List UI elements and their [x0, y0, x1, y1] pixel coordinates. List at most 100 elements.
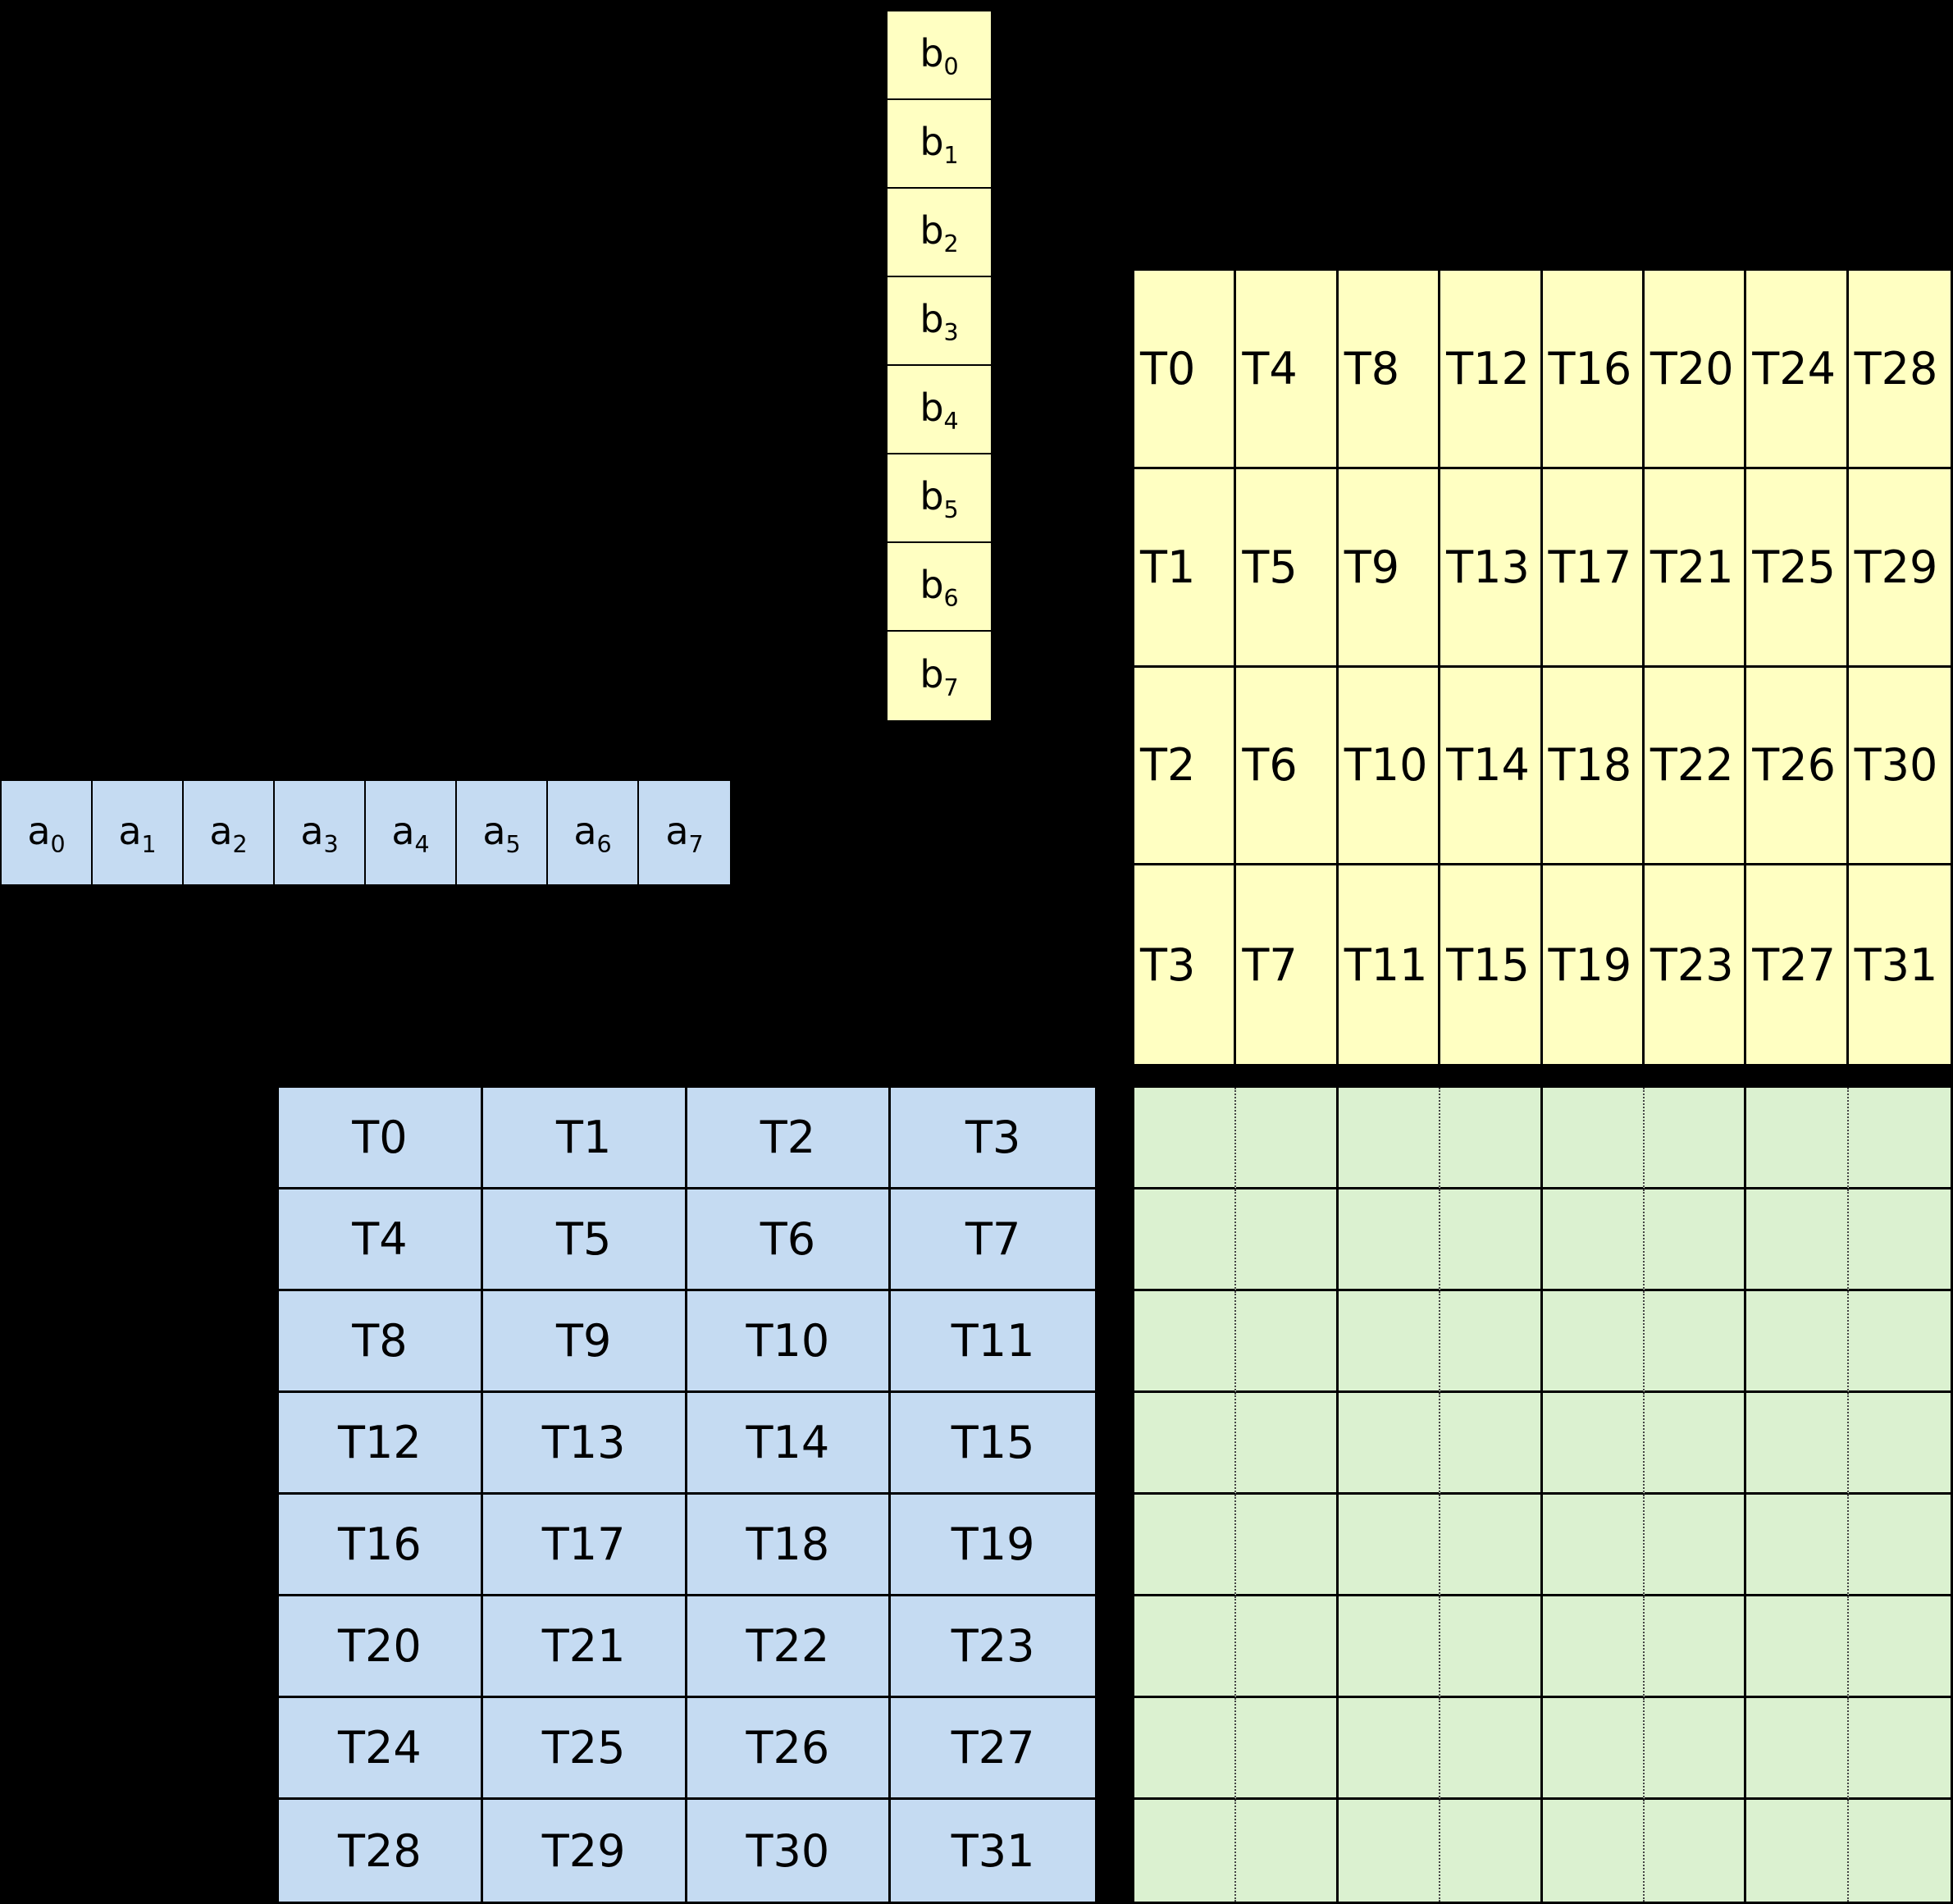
- vector-cell-b3: b3: [888, 277, 991, 366]
- vector-cell-b5: b5: [888, 454, 991, 543]
- result-cell: [1644, 1800, 1747, 1902]
- thread-cell-t7: T7: [1236, 865, 1339, 1064]
- thread-cell-t14: T14: [1440, 667, 1543, 866]
- vector-cell-b1: b1: [888, 100, 991, 189]
- thread-cell-t19: T19: [891, 1495, 1095, 1596]
- thread-cell-t16: T16: [1542, 271, 1645, 469]
- thread-cell-t15: T15: [891, 1393, 1095, 1495]
- thread-cell-t8: T8: [279, 1291, 483, 1393]
- thread-cell-t26: T26: [687, 1698, 892, 1800]
- result-cell: [1338, 1495, 1441, 1596]
- thread-cell-t25: T25: [1746, 468, 1849, 668]
- thread-cell-t7: T7: [891, 1189, 1095, 1291]
- result-cell: [1848, 1088, 1951, 1189]
- thread-cell-t6: T6: [687, 1189, 892, 1291]
- result-cell: [1644, 1495, 1747, 1596]
- thread-cell-t13: T13: [482, 1393, 687, 1495]
- result-cell: [1644, 1291, 1747, 1393]
- thread-cell-t4: T4: [279, 1189, 483, 1291]
- result-cell: [1848, 1596, 1951, 1698]
- vector-cell-b2: b2: [888, 189, 991, 277]
- thread-cell-t20: T20: [279, 1596, 483, 1698]
- vector-cell-b4: b4: [888, 366, 991, 454]
- thread-cell-t20: T20: [1644, 271, 1747, 469]
- thread-cell-t30: T30: [687, 1800, 892, 1902]
- thread-cell-t30: T30: [1848, 667, 1951, 866]
- result-cell: [1236, 1189, 1339, 1291]
- result-cell: [1746, 1495, 1849, 1596]
- thread-cell-t15: T15: [1440, 865, 1543, 1064]
- result-cell: [1134, 1495, 1237, 1596]
- vector-cell-b7: b7: [888, 632, 991, 720]
- thread-cell-t29: T29: [482, 1800, 687, 1902]
- thread-cell-t27: T27: [891, 1698, 1095, 1800]
- thread-cell-t17: T17: [482, 1495, 687, 1596]
- vector-cell-label: b0: [919, 30, 959, 80]
- vector-cell-label: a3: [300, 808, 339, 858]
- result-cell: [1440, 1495, 1543, 1596]
- result-cell: [1746, 1698, 1849, 1800]
- vector-cell-a0: a0: [2, 781, 93, 884]
- thread-cell-t24: T24: [1746, 271, 1849, 469]
- vector-cell-a6: a6: [548, 781, 639, 884]
- thread-cell-t28: T28: [279, 1800, 483, 1902]
- thread-cell-t3: T3: [891, 1088, 1095, 1189]
- result-cell: [1338, 1596, 1441, 1698]
- vector-cell-label: b5: [919, 473, 959, 523]
- vector-cell-label: a6: [573, 808, 612, 858]
- result-cell: [1440, 1189, 1543, 1291]
- vector-cell-label: a4: [391, 808, 430, 858]
- thread-cell-t14: T14: [687, 1393, 892, 1495]
- vector-cell-b0: b0: [888, 11, 991, 100]
- result-cell: [1338, 1189, 1441, 1291]
- thread-cell-t4: T4: [1236, 271, 1339, 469]
- thread-cell-t19: T19: [1542, 865, 1645, 1064]
- result-cell: [1746, 1596, 1849, 1698]
- thread-cell-t21: T21: [482, 1596, 687, 1698]
- thread-cell-t22: T22: [687, 1596, 892, 1698]
- vector-cell-a1: a1: [93, 781, 184, 884]
- vector-cell-b6: b6: [888, 543, 991, 632]
- thread-cell-t11: T11: [891, 1291, 1095, 1393]
- thread-cell-t9: T9: [1338, 468, 1441, 668]
- result-cell: [1644, 1088, 1747, 1189]
- result-cell: [1542, 1088, 1645, 1189]
- vector-cell-label: b4: [919, 385, 959, 435]
- result-cell: [1236, 1698, 1339, 1800]
- result-cell: [1236, 1800, 1339, 1902]
- thread-cell-t12: T12: [279, 1393, 483, 1495]
- thread-cell-t28: T28: [1848, 271, 1951, 469]
- result-cell: [1236, 1393, 1339, 1495]
- result-cell: [1644, 1698, 1747, 1800]
- thread-cell-t18: T18: [687, 1495, 892, 1596]
- result-cell: [1542, 1393, 1645, 1495]
- thread-cell-t29: T29: [1848, 468, 1951, 668]
- thread-cell-t12: T12: [1440, 271, 1543, 469]
- vector-cell-a3: a3: [275, 781, 366, 884]
- result-cell: [1644, 1393, 1747, 1495]
- result-cell: [1746, 1291, 1849, 1393]
- result-cell: [1848, 1495, 1951, 1596]
- thread-cell-t31: T31: [891, 1800, 1095, 1902]
- result-cell: [1338, 1698, 1441, 1800]
- result-cell: [1542, 1495, 1645, 1596]
- vector-cell-a2: a2: [184, 781, 275, 884]
- thread-cell-t25: T25: [482, 1698, 687, 1800]
- thread-cell-t11: T11: [1338, 865, 1441, 1064]
- vector-cell-label: b7: [919, 651, 959, 701]
- thread-cell-t9: T9: [482, 1291, 687, 1393]
- result-cell: [1236, 1291, 1339, 1393]
- result-cell: [1644, 1189, 1747, 1291]
- thread-cell-t23: T23: [891, 1596, 1095, 1698]
- result-cell: [1236, 1596, 1339, 1698]
- result-cell: [1440, 1698, 1543, 1800]
- thread-cell-t3: T3: [1134, 865, 1237, 1064]
- thread-cell-t5: T5: [1236, 468, 1339, 668]
- vector-cell-a4: a4: [366, 781, 457, 884]
- result-cell: [1440, 1800, 1543, 1902]
- thread-cell-t23: T23: [1644, 865, 1747, 1064]
- result-cell: [1134, 1393, 1237, 1495]
